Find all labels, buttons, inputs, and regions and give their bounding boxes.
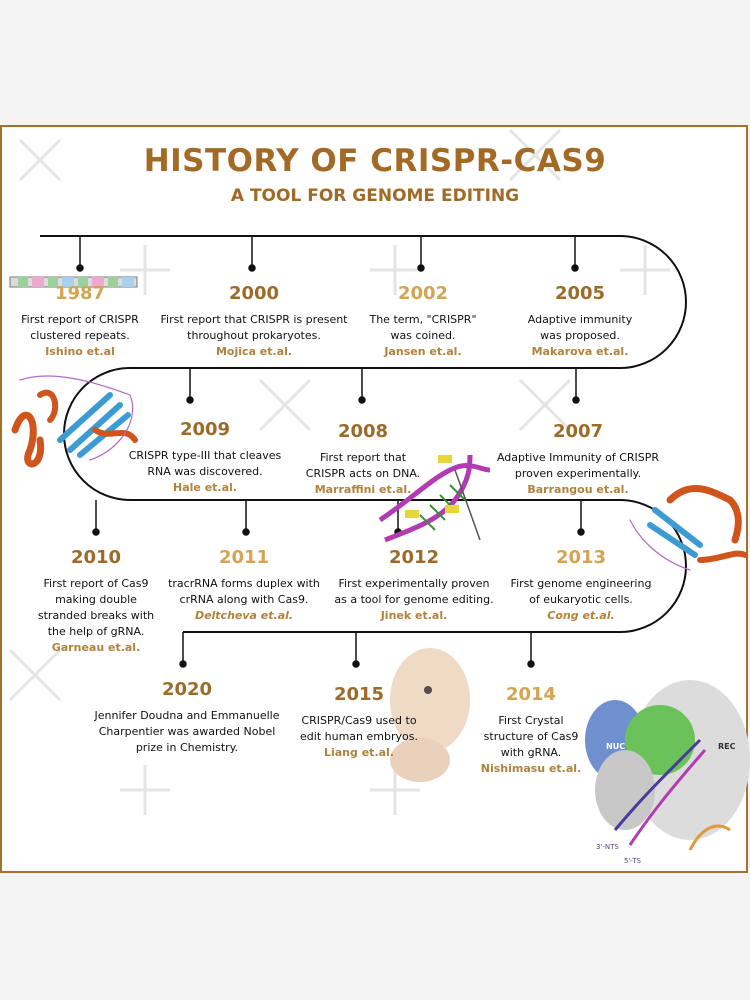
event-description: Adaptive immunity was proposed. [527,313,633,342]
event-2012: 2012 First experimentally proven as a to… [314,547,514,624]
event-description: First report of Cas9 making double stran… [37,577,155,638]
event-author: Hale et.al. [173,481,237,494]
event-year: 2020 [161,679,213,700]
event-year: 2014 [505,684,557,705]
event-description: tracrRNA forms duplex with crRNA along w… [168,577,320,606]
embryo-illustration [390,648,470,782]
event-2009: 2009 CRISPR type-III that cleaves RNA wa… [105,419,305,496]
event-author: Cong et.al. [547,609,615,622]
event-year: 2007 [552,421,604,442]
event-author: Barrangou et.al. [527,483,629,496]
event-2007: 2007 Adaptive Immunity of CRISPR proven … [478,421,678,498]
page-title: HISTORY OF CRISPR-CAS9 [143,143,607,179]
event-description: First experimentally proven as a tool fo… [334,577,494,606]
dna-helix-illustration [378,454,491,543]
event-author: Liang et.al. [323,746,394,759]
event-2020: 2020 Jennifer Doudna and Emmanuelle Char… [77,679,297,756]
event-year: 2008 [337,421,389,442]
event-2005: 2005 Adaptive immunity was proposed. Mak… [480,283,680,360]
ticks-row4 [179,632,535,668]
protein-ribbon-left [11,375,138,468]
event-2010: 2010 First report of Cas9 making double … [0,547,196,656]
ts-label: 5'-TS [624,857,641,865]
event-year: 2011 [218,547,270,568]
event-year: 1987 [54,283,106,304]
event-2015: 2015 CRISPR/Cas9 used to edit human embr… [259,684,459,761]
event-description: First Crystal structure of Cas9 with gRN… [483,714,579,759]
event-author: Ishino et.al [45,345,115,358]
event-2011: 2011 tracrRNA forms duplex with crRNA al… [144,547,344,624]
event-2013: 2013 First genome engineering of eukaryo… [481,547,681,624]
event-year: 2002 [397,283,449,304]
event-author: Makarova et.al. [531,345,629,358]
event-2002: 2002 The term, "CRISPR" was coined. Jans… [323,283,523,360]
event-author: Jinek et.al. [380,609,448,622]
event-2000: 2000 First report that CRISPR is present… [134,283,374,360]
crispr-array-illustration [9,276,138,288]
event-2014: 2014 First Crystal structure of Cas9 wit… [431,684,631,777]
event-author: Deltcheva et.al. [194,609,294,622]
event-2008: 2008 First report that CRISPR acts on DN… [263,421,463,498]
event-description: Jennifer Doudna and Emmanuelle Charpenti… [94,709,280,754]
protein-ribbon-right [629,484,748,571]
event-year: 2005 [554,283,606,304]
event-year: 2010 [70,547,122,568]
event-year: 2015 [333,684,385,705]
event-author: Nishimasu et.al. [480,762,582,775]
event-year: 2000 [228,283,280,304]
event-description: Adaptive Immunity of CRISPR proven exper… [496,451,660,480]
cas9-structure-illustration [585,680,750,851]
ticks-row1 [76,236,579,272]
event-author: Garneau et.al. [51,641,141,654]
nts-label: 3'-NTS [596,843,619,851]
page-subtitle: A TOOL FOR GENOME EDITING [230,186,520,206]
event-year: 2009 [179,419,231,440]
event-description: First report that CRISPR is present thro… [160,313,348,342]
event-year: 2013 [555,547,607,568]
event-description: First genome engineering of eukaryotic c… [510,577,652,606]
nuc-label: NUC [606,742,626,751]
rec-label: REC [718,742,736,751]
ticks-row2 [186,368,580,404]
event-year: 2012 [388,547,440,568]
event-author: Mojica et.al. [215,345,293,358]
event-description: CRISPR/Cas9 used to edit human embryos. [300,714,418,743]
event-1987: 1987 First report of CRISPR clustered re… [0,283,180,360]
ticks-row3 [92,500,585,536]
event-author: Marraffini et.al. [314,483,412,496]
event-description: CRISPR type-III that cleaves RNA was dis… [128,449,282,478]
event-author: Jansen et.al. [384,345,462,358]
event-description: First report of CRISPR clustered repeats… [21,313,139,342]
watermark [8,128,670,815]
event-description: The term, "CRISPR" was coined. [369,313,477,342]
event-description: First report that CRISPR acts on DNA. [305,451,421,480]
